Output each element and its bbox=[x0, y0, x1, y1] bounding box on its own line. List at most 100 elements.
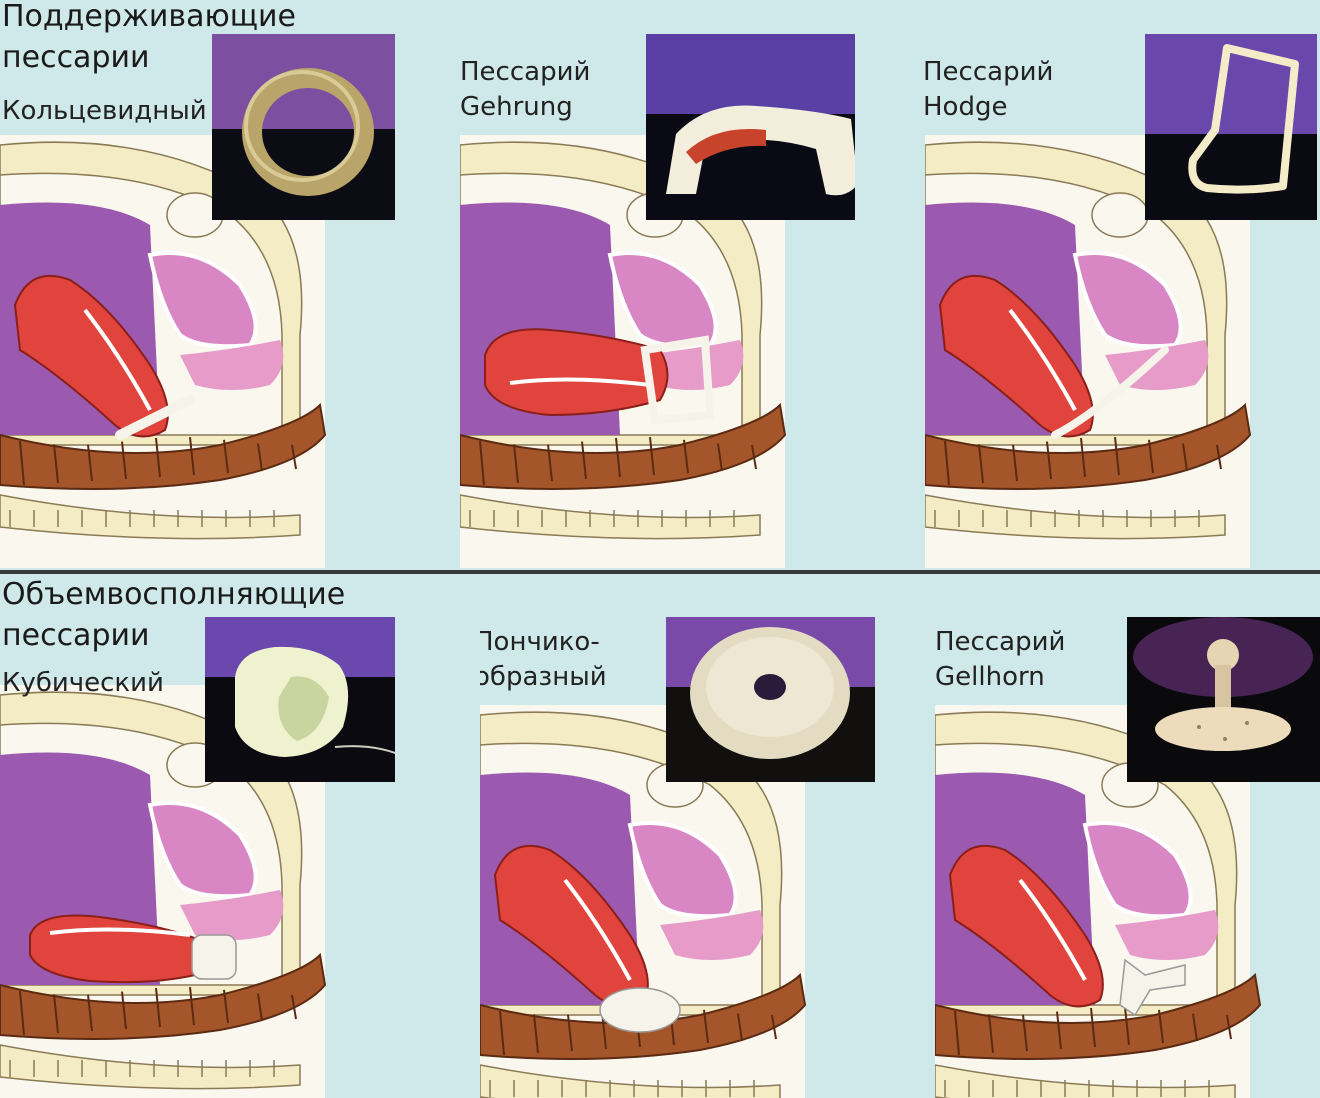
uterus bbox=[493, 845, 649, 1008]
rectum-segment bbox=[155, 437, 161, 478]
section-title-filling: Объемвосполняющие пессарии bbox=[2, 577, 346, 653]
rectum-segment bbox=[53, 994, 59, 1034]
rectum-segment bbox=[513, 444, 519, 484]
photo-ring-pessary bbox=[212, 34, 395, 220]
rectum-segment bbox=[189, 437, 195, 476]
rectum-segment bbox=[291, 994, 297, 1020]
hodge-pessary-icon bbox=[1145, 34, 1317, 220]
rectum-segment bbox=[1022, 1014, 1028, 1052]
rectum-segment bbox=[1226, 1014, 1232, 1040]
uterus bbox=[948, 845, 1104, 1008]
rectum-segment bbox=[257, 443, 263, 472]
bladder bbox=[607, 251, 718, 349]
rectum-segment bbox=[649, 437, 655, 476]
uterine-cavity bbox=[1008, 308, 1077, 411]
rectum-segment bbox=[737, 1013, 743, 1042]
pessary-in-place bbox=[1119, 958, 1186, 1017]
sacrum bbox=[460, 494, 761, 540]
sacrum bbox=[925, 494, 1226, 540]
rectum-segment bbox=[1124, 1007, 1130, 1046]
uterine-cavity bbox=[83, 308, 152, 411]
rectum-segment bbox=[1216, 444, 1222, 470]
sacrum bbox=[480, 1064, 781, 1098]
rectum-segment bbox=[223, 439, 229, 474]
rectum-segment bbox=[291, 444, 297, 470]
pessary-in-place bbox=[115, 395, 195, 440]
ring-pessary-icon bbox=[212, 34, 395, 220]
rectum-segment bbox=[547, 444, 553, 482]
rectum-segment bbox=[1148, 439, 1154, 474]
rectum-segment bbox=[751, 444, 757, 470]
rectum-segment bbox=[1158, 1009, 1164, 1044]
pessary-in-place bbox=[1051, 346, 1169, 439]
photo-cube-pessary bbox=[205, 617, 395, 782]
photo-gellhorn-pessary bbox=[1127, 617, 1320, 782]
rectum-segment bbox=[1192, 1013, 1198, 1042]
panel-donut: Пончико- образный bbox=[480, 575, 875, 1098]
panel-title-cube: Кубический bbox=[2, 668, 164, 698]
vaginal-wall bbox=[180, 340, 284, 390]
rectum-segment bbox=[121, 991, 127, 1030]
rectum-segment bbox=[533, 1014, 539, 1054]
panel-title-ring: Кольцевидный bbox=[2, 96, 207, 126]
rectum bbox=[460, 402, 787, 490]
rectum-segment bbox=[567, 1014, 573, 1052]
anatomy-diagram-ring bbox=[0, 135, 327, 568]
rectum-segment bbox=[189, 987, 195, 1026]
uterine-cavity bbox=[49, 927, 191, 937]
rectum-segment bbox=[954, 1010, 960, 1056]
uterine-cavity bbox=[563, 878, 632, 981]
pubic-bone bbox=[1091, 192, 1149, 238]
anatomy-diagram-gellhorn bbox=[935, 705, 1262, 1098]
rectum-segment bbox=[19, 440, 25, 486]
rectum-segment bbox=[1090, 1007, 1096, 1048]
rectum bbox=[0, 402, 327, 490]
rectum bbox=[935, 972, 1262, 1060]
pessary-in-place bbox=[599, 987, 681, 1033]
rectum-segment bbox=[1012, 444, 1018, 482]
section-title-supporting: Поддерживающие пессарии bbox=[2, 0, 296, 75]
rectum-segment bbox=[499, 1010, 505, 1056]
vaginal-wall bbox=[660, 910, 764, 960]
photo-hodge-pessary bbox=[1145, 34, 1317, 220]
uterus bbox=[938, 275, 1094, 438]
panel-gehrung: Пессарий Gehrung bbox=[460, 0, 855, 568]
rectum-segment bbox=[155, 987, 161, 1028]
rectum-segment bbox=[19, 990, 25, 1036]
bladder bbox=[147, 801, 258, 899]
cube-pessary-icon bbox=[205, 617, 395, 782]
rectum-segment bbox=[1056, 1011, 1062, 1050]
rectum-segment bbox=[717, 443, 723, 472]
rectum-segment bbox=[978, 444, 984, 484]
rectum-segment bbox=[87, 444, 93, 482]
panel-title-donut: Пончико- образный bbox=[480, 627, 607, 692]
rectum-segment bbox=[581, 441, 587, 480]
gellhorn-pessary-icon bbox=[1127, 617, 1320, 782]
rectum-segment bbox=[703, 1009, 709, 1044]
photo-gehrung-pessary bbox=[646, 34, 855, 220]
rectum-segment bbox=[988, 1014, 994, 1054]
vaginal-wall bbox=[180, 890, 284, 940]
panel-title-hodge: Пессарий Hodge bbox=[925, 57, 1054, 122]
donut-pessary-icon bbox=[666, 617, 875, 782]
rectum-segment bbox=[223, 989, 229, 1024]
rectum-segment bbox=[615, 437, 621, 478]
panel-gellhorn: Пессарий Gellhorn bbox=[935, 575, 1320, 1098]
rectum-segment bbox=[944, 440, 950, 486]
bladder bbox=[1072, 251, 1183, 349]
panel-hodge: Пессарий Hodge bbox=[925, 0, 1320, 568]
rectum-segment bbox=[771, 1014, 777, 1040]
gehrung-pessary-icon bbox=[646, 34, 855, 220]
pessary-in-place bbox=[640, 335, 715, 425]
uterine-cavity bbox=[1018, 878, 1087, 981]
photo-donut-pessary bbox=[666, 617, 875, 782]
rectum-segment bbox=[121, 441, 127, 480]
rectum-segment bbox=[53, 444, 59, 484]
pessary-in-place bbox=[191, 934, 237, 980]
panel-title-gellhorn: Пессарий Gellhorn bbox=[935, 627, 1066, 692]
section-divider bbox=[0, 570, 1320, 574]
bladder bbox=[147, 251, 258, 349]
rectum-segment bbox=[479, 440, 485, 486]
rectum bbox=[0, 952, 327, 1040]
rectum-segment bbox=[683, 439, 689, 474]
